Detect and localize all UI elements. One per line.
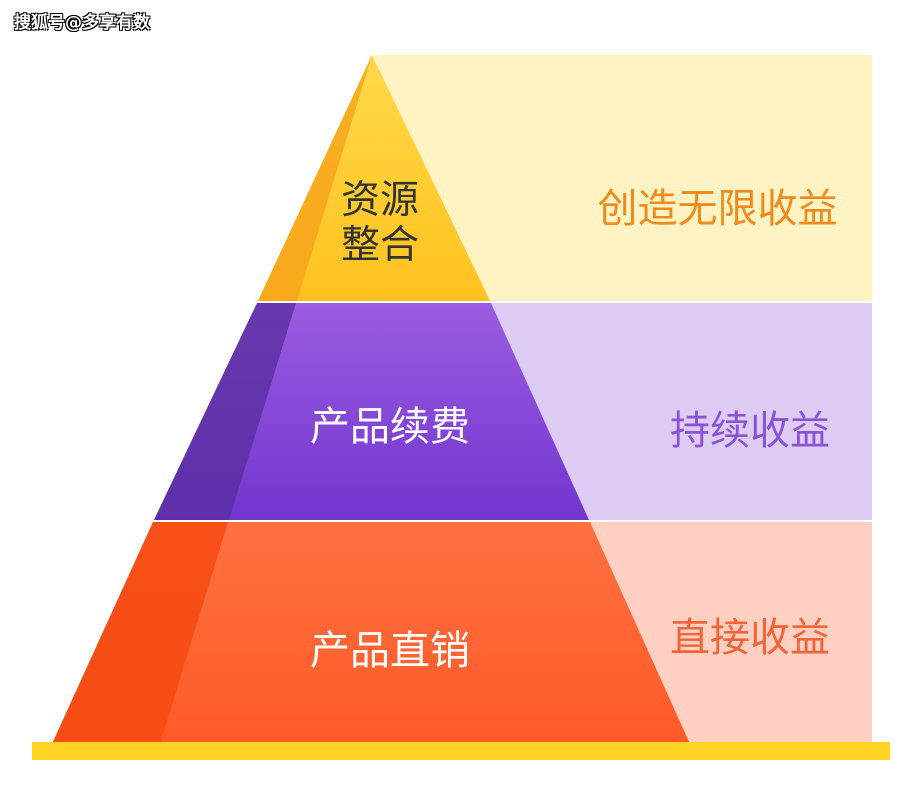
pyramid-level-top bbox=[258, 55, 490, 301]
pyramid-level-top-shade bbox=[258, 55, 372, 301]
level-middle-label: 产品续费 bbox=[310, 404, 470, 450]
benefit-middle: 持续收益 bbox=[670, 408, 830, 454]
benefit-top: 创造无限收益 bbox=[597, 186, 838, 232]
pyramid-base bbox=[32, 742, 890, 760]
level-top-label-line1: 资源 bbox=[340, 178, 419, 223]
pyramid-level-middle-shade bbox=[154, 303, 296, 520]
benefit-bottom: 直接收益 bbox=[670, 615, 830, 661]
level-bottom-label: 产品直销 bbox=[310, 628, 470, 674]
pyramid-level-bottom-shade bbox=[52, 522, 228, 744]
watermark: 搜狐号@多享有数 bbox=[14, 13, 150, 33]
level-top-label: 资源 整合 bbox=[330, 178, 430, 268]
level-top-label-line2: 整合 bbox=[340, 223, 419, 268]
pyramid-level-bottom bbox=[52, 522, 690, 744]
